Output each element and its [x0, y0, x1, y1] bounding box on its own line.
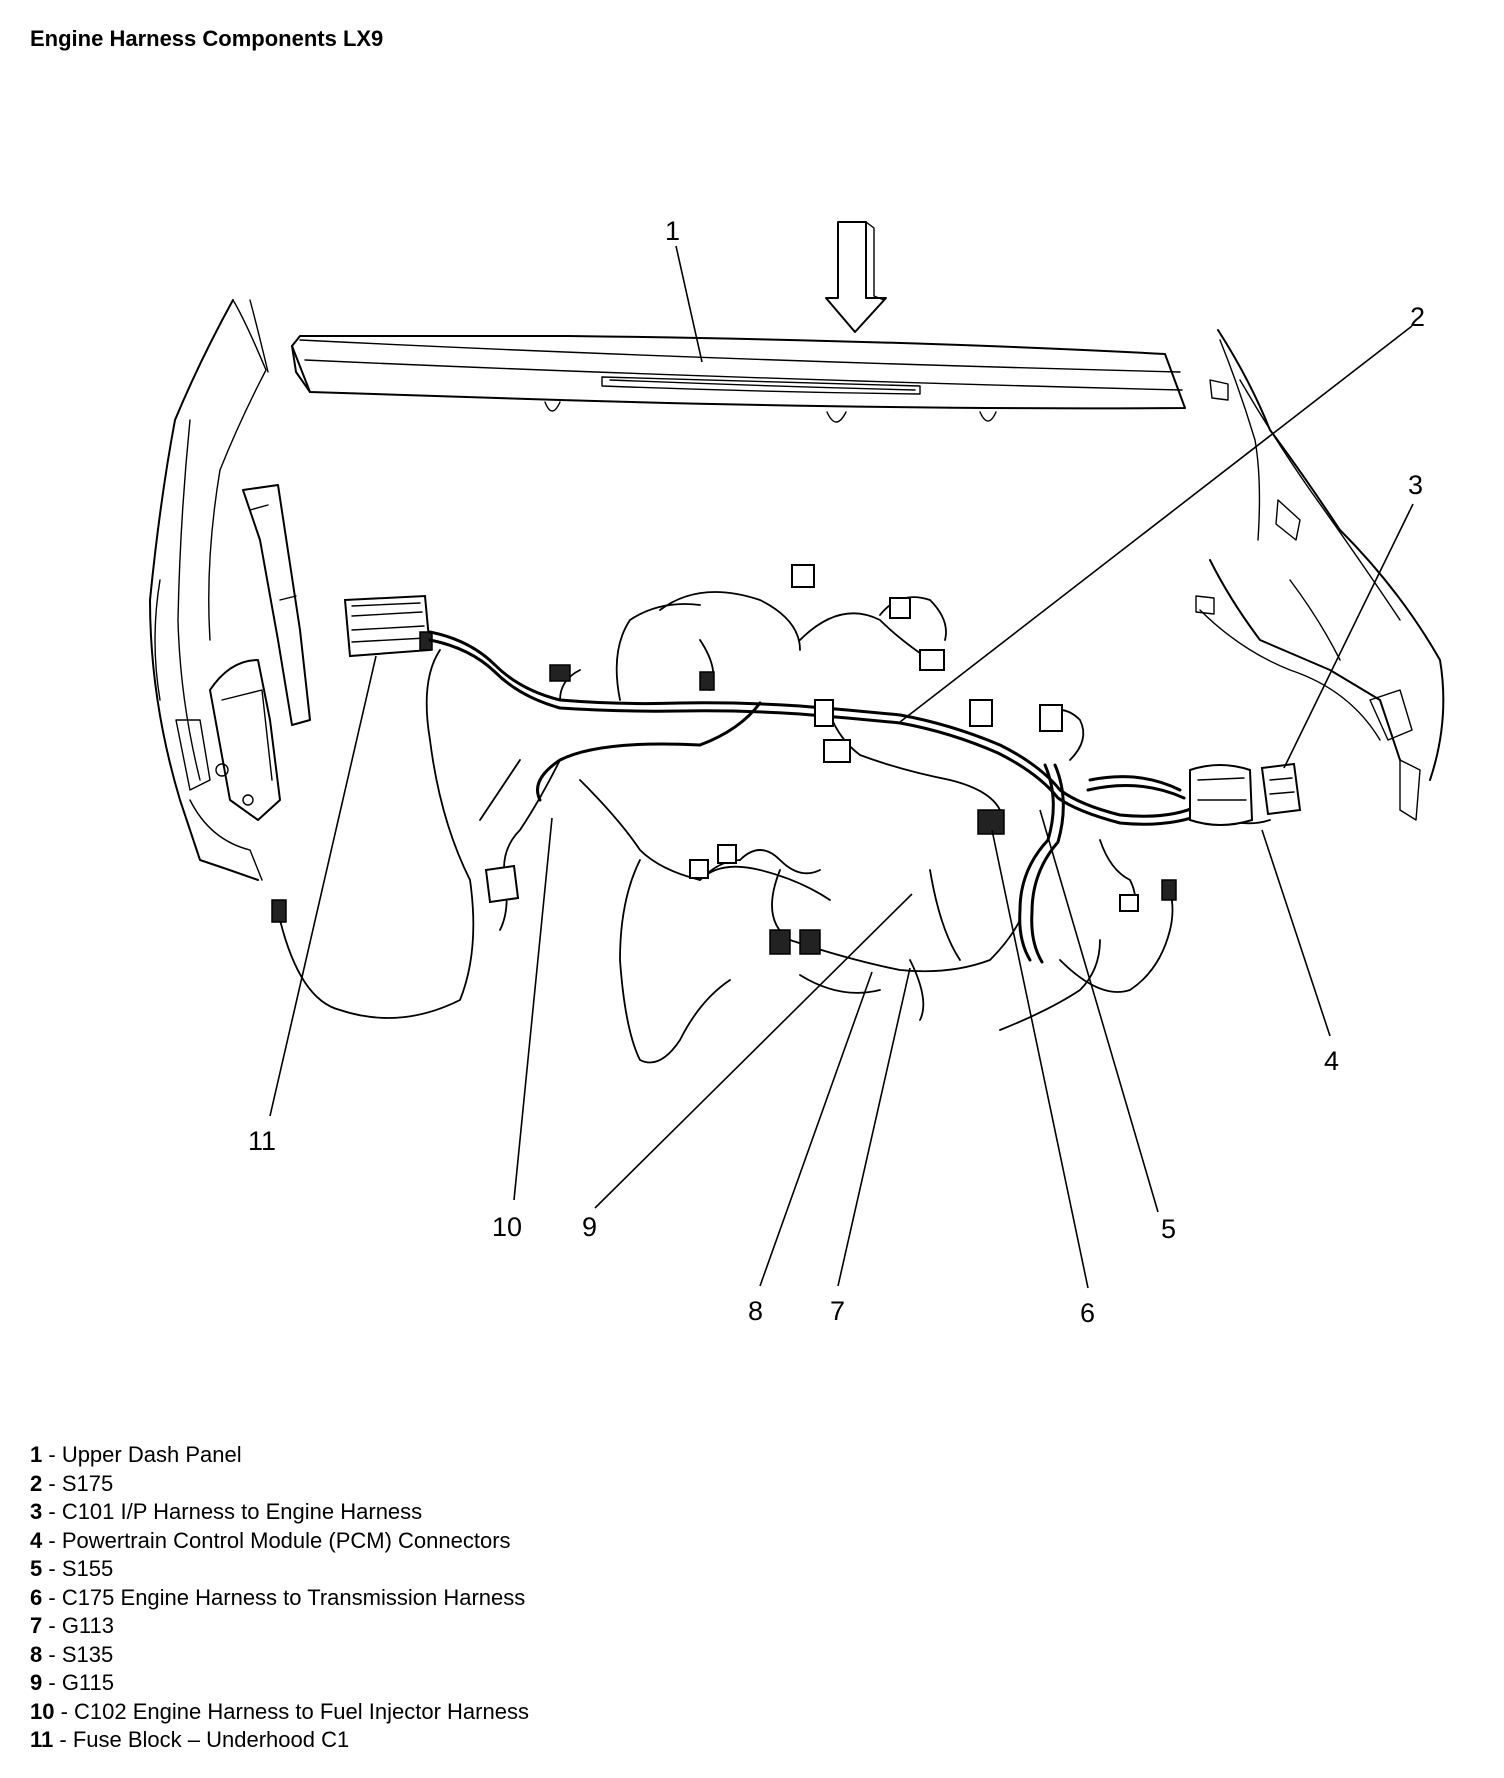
callout-6: 6	[1080, 1298, 1095, 1328]
upper-dash-panel	[291, 335, 1186, 423]
legend-item: 6 - C175 Engine Harness to Transmission …	[30, 1584, 526, 1610]
legend-item: 3 - C101 I/P Harness to Engine Harness	[30, 1499, 423, 1524]
legend-item: 2 - S175	[30, 1470, 114, 1496]
callout-10: 10	[492, 1212, 522, 1242]
legend-item: 1 - Upper Dash Panel	[30, 1442, 242, 1467]
callout-4: 4	[1324, 1046, 1339, 1076]
callout-2: 2	[1410, 302, 1425, 332]
callout-9: 9	[582, 1212, 597, 1242]
legend-item: 5 - S155	[30, 1556, 114, 1581]
page-title: Engine Harness Components LX9	[30, 26, 384, 51]
callout-5: 5	[1161, 1214, 1176, 1244]
component-legend: 1 - Upper Dash Panel 2 - S175 3 - C101 I…	[30, 1441, 529, 1755]
legend-item: 8 - S135	[30, 1641, 114, 1667]
callout-3: 3	[1408, 470, 1423, 500]
legend-item: 9 - G115	[30, 1670, 114, 1695]
callout-1: 1	[665, 216, 680, 246]
down-arrow-icon	[825, 221, 887, 333]
right-fender	[1195, 329, 1445, 821]
harness-branches	[271, 564, 1302, 1064]
callout-labels: 1 2 3 4 5 6 7 8 9 10 11	[248, 216, 1425, 1328]
underhood-fuse-block	[343, 594, 433, 658]
leader-lines	[269, 245, 1414, 1289]
legend-item: 11 - Fuse Block – Underhood C1	[30, 1727, 350, 1752]
engine-harness-trunk	[428, 630, 1207, 964]
legend-item: 7 - G113	[30, 1613, 114, 1638]
legend-item: 10 - C102 Engine Harness to Fuel Injecto…	[30, 1698, 529, 1724]
left-fender	[149, 299, 311, 881]
legend-item: 4 - Powertrain Control Module (PCM) Conn…	[30, 1527, 511, 1553]
callout-7: 7	[830, 1296, 845, 1326]
callout-8: 8	[748, 1296, 763, 1326]
callout-11: 11	[248, 1126, 276, 1156]
